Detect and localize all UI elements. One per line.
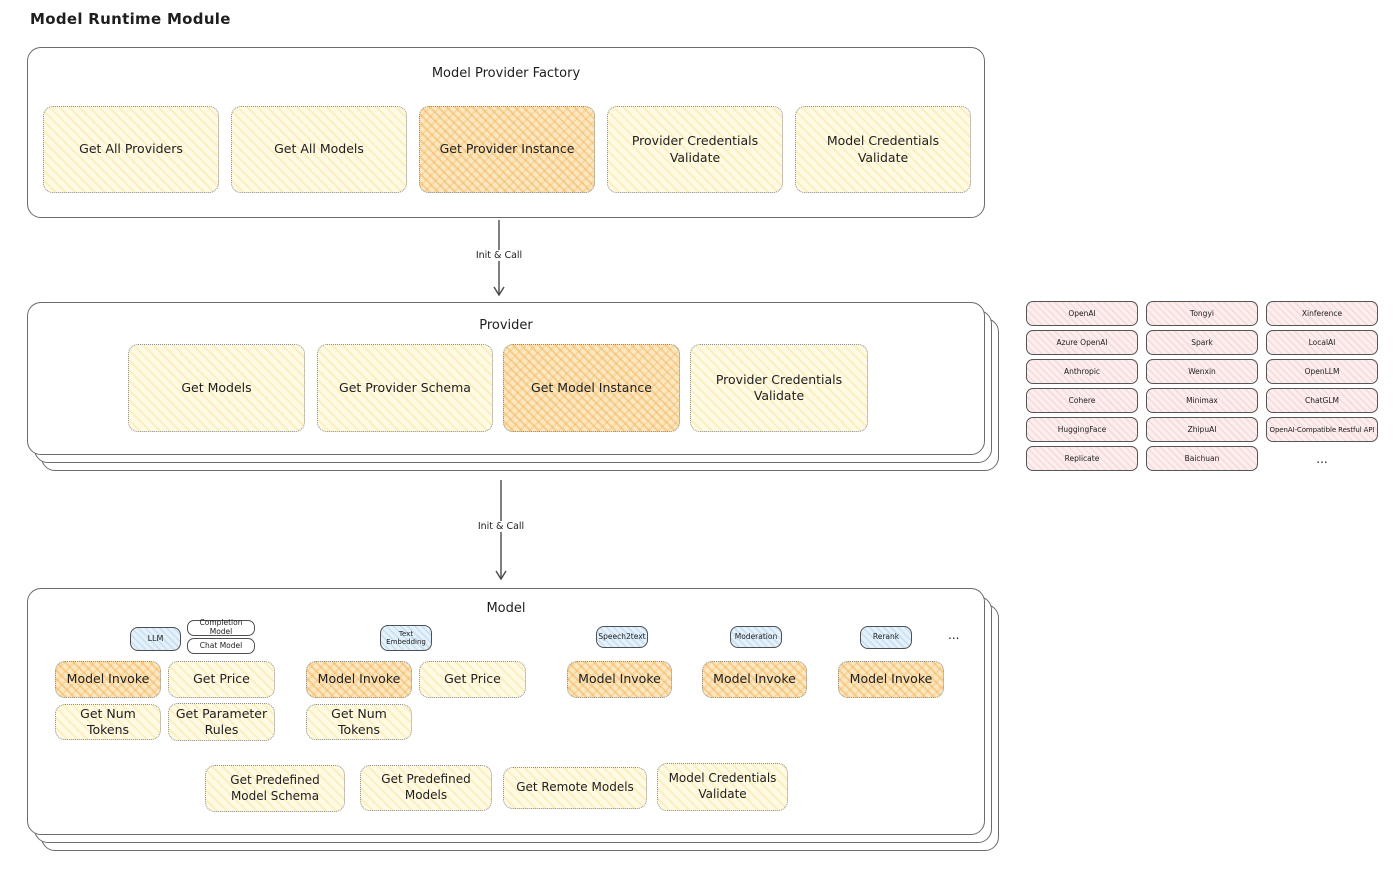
type-pill-speech2text: Speech2text bbox=[596, 626, 648, 648]
node-get-predefined-models: Get Predefined Models bbox=[360, 765, 492, 811]
factory-title: Model Provider Factory bbox=[431, 66, 581, 81]
type-pill-llm: LLM bbox=[130, 627, 181, 651]
init-call-label-1: Init & Call bbox=[471, 250, 527, 261]
node-get-models: Get Models bbox=[128, 344, 305, 432]
provider-item: Azure OpenAI bbox=[1026, 330, 1138, 355]
node-model-credentials-validate-2: Model Credentials Validate bbox=[657, 763, 788, 811]
node-get-num-tokens-llm: Get Num Tokens bbox=[55, 704, 161, 740]
node-model-invoke-rerank: Model Invoke bbox=[838, 661, 944, 698]
provider-item: Replicate bbox=[1026, 446, 1138, 471]
provider-item: LocalAI bbox=[1266, 330, 1378, 355]
node-get-num-tokens-embedding: Get Num Tokens bbox=[306, 704, 412, 740]
node-provider-credentials-validate-2: Provider Credentials Validate bbox=[690, 344, 868, 432]
provider-item: ChatGLM bbox=[1266, 388, 1378, 413]
node-provider-credentials-validate: Provider Credentials Validate bbox=[607, 106, 783, 193]
subtype-pill-chat-model: Chat Model bbox=[187, 638, 255, 654]
provider-item: ZhipuAI bbox=[1146, 417, 1258, 442]
init-call-label-2: Init & Call bbox=[473, 521, 529, 532]
node-get-provider-schema: Get Provider Schema bbox=[317, 344, 493, 432]
provider-item: OpenAI bbox=[1026, 301, 1138, 326]
provider-item: Baichuan bbox=[1146, 446, 1258, 471]
node-model-invoke-speech2text: Model Invoke bbox=[567, 661, 672, 698]
diagram-title: Model Runtime Module bbox=[30, 10, 231, 28]
provider-list-more: ... bbox=[1316, 451, 1328, 466]
node-model-invoke-embedding: Model Invoke bbox=[306, 661, 412, 698]
node-get-provider-instance: Get Provider Instance bbox=[419, 106, 595, 193]
provider-item: Wenxin bbox=[1146, 359, 1258, 384]
provider-item: Minimax bbox=[1146, 388, 1258, 413]
provider-item: OpenLLM bbox=[1266, 359, 1378, 384]
model-types-more: ... bbox=[948, 628, 960, 642]
node-model-invoke-moderation: Model Invoke bbox=[702, 661, 807, 698]
node-get-predefined-model-schema: Get Predefined Model Schema bbox=[205, 765, 345, 812]
type-pill-text-embedding: Text Embedding bbox=[380, 625, 432, 651]
provider-item: Cohere bbox=[1026, 388, 1138, 413]
node-get-price-embedding: Get Price bbox=[419, 661, 526, 698]
type-pill-moderation: Moderation bbox=[730, 626, 782, 648]
provider-item: Xinference bbox=[1266, 301, 1378, 326]
node-get-remote-models: Get Remote Models bbox=[503, 767, 647, 809]
node-model-credentials-validate: Model Credentials Validate bbox=[795, 106, 971, 193]
node-get-model-instance: Get Model Instance bbox=[503, 344, 680, 432]
node-get-all-providers: Get All Providers bbox=[43, 106, 219, 193]
type-pill-rerank: Rerank bbox=[860, 626, 912, 649]
provider-item: Anthropic bbox=[1026, 359, 1138, 384]
provider-item: Tongyi bbox=[1146, 301, 1258, 326]
provider-item: HuggingFace bbox=[1026, 417, 1138, 442]
provider-list-grid: OpenAI Tongyi Xinference Azure OpenAI Sp… bbox=[1026, 301, 1378, 471]
provider-item: OpenAI-Compatible Restful API bbox=[1266, 417, 1378, 442]
provider-title: Provider bbox=[479, 318, 533, 333]
node-get-parameter-rules: Get Parameter Rules bbox=[168, 703, 275, 741]
node-model-invoke-llm: Model Invoke bbox=[55, 661, 161, 698]
model-title: Model bbox=[486, 601, 526, 616]
node-get-price-llm: Get Price bbox=[168, 661, 275, 698]
provider-item: Spark bbox=[1146, 330, 1258, 355]
node-get-all-models: Get All Models bbox=[231, 106, 407, 193]
subtype-pill-completion-model: Completion Model bbox=[187, 619, 255, 636]
